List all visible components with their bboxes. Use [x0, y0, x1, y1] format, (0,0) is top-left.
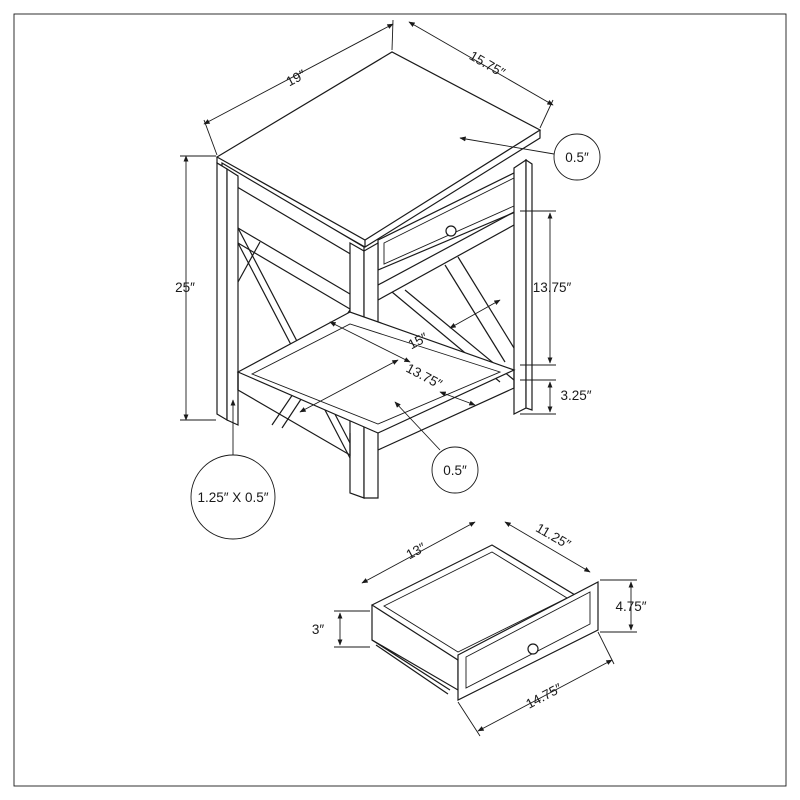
- dim-top-width-label: 19″: [284, 67, 309, 90]
- leg-back-right: [513, 158, 527, 415]
- dim-drawer-depth-label: 11.25″: [533, 520, 573, 552]
- drawer-slide: [371, 639, 451, 691]
- dim-drawer-front-width-label: 14.75″: [523, 680, 564, 711]
- dim-drawer-box-height-label: 3″: [312, 622, 325, 637]
- dim-upper-height-label: 13.75″: [533, 280, 572, 295]
- dim-line-drawer-width: [361, 521, 476, 584]
- end-table-drawing: [215, 51, 542, 499]
- dim-top-thickness-label: 0.5″: [565, 150, 589, 165]
- dim-line-shelf-width: [329, 321, 411, 363]
- drawer-knob: [445, 225, 457, 237]
- dim-shelf-clearance-label: 3.25″: [560, 388, 591, 403]
- dim-line-drawer-front-width: [477, 659, 613, 732]
- dim-drawer-front-height-label: 4.75″: [615, 599, 646, 614]
- drawer-drawing: [370, 544, 599, 701]
- dim-overall-height-label: 25″: [175, 280, 195, 295]
- drawer-front-knob: [527, 643, 539, 655]
- dim-top-depth-label: 15.75″: [467, 48, 508, 80]
- page-border: [13, 13, 787, 787]
- dim-line-top-width: [203, 23, 394, 125]
- dim-line-shelf-depth: [299, 359, 399, 413]
- leg-back-left: [216, 161, 228, 422]
- callout-shelf-thickness: [431, 446, 479, 494]
- dim-line-top-depth: [408, 21, 554, 106]
- callout-top-thickness: [553, 133, 601, 181]
- dim-shelf-thickness-label: 0.5″: [443, 463, 467, 478]
- dim-line-drawer-depth: [504, 521, 591, 573]
- dim-leg-section-label: 1.25″ X 0.5″: [197, 490, 268, 505]
